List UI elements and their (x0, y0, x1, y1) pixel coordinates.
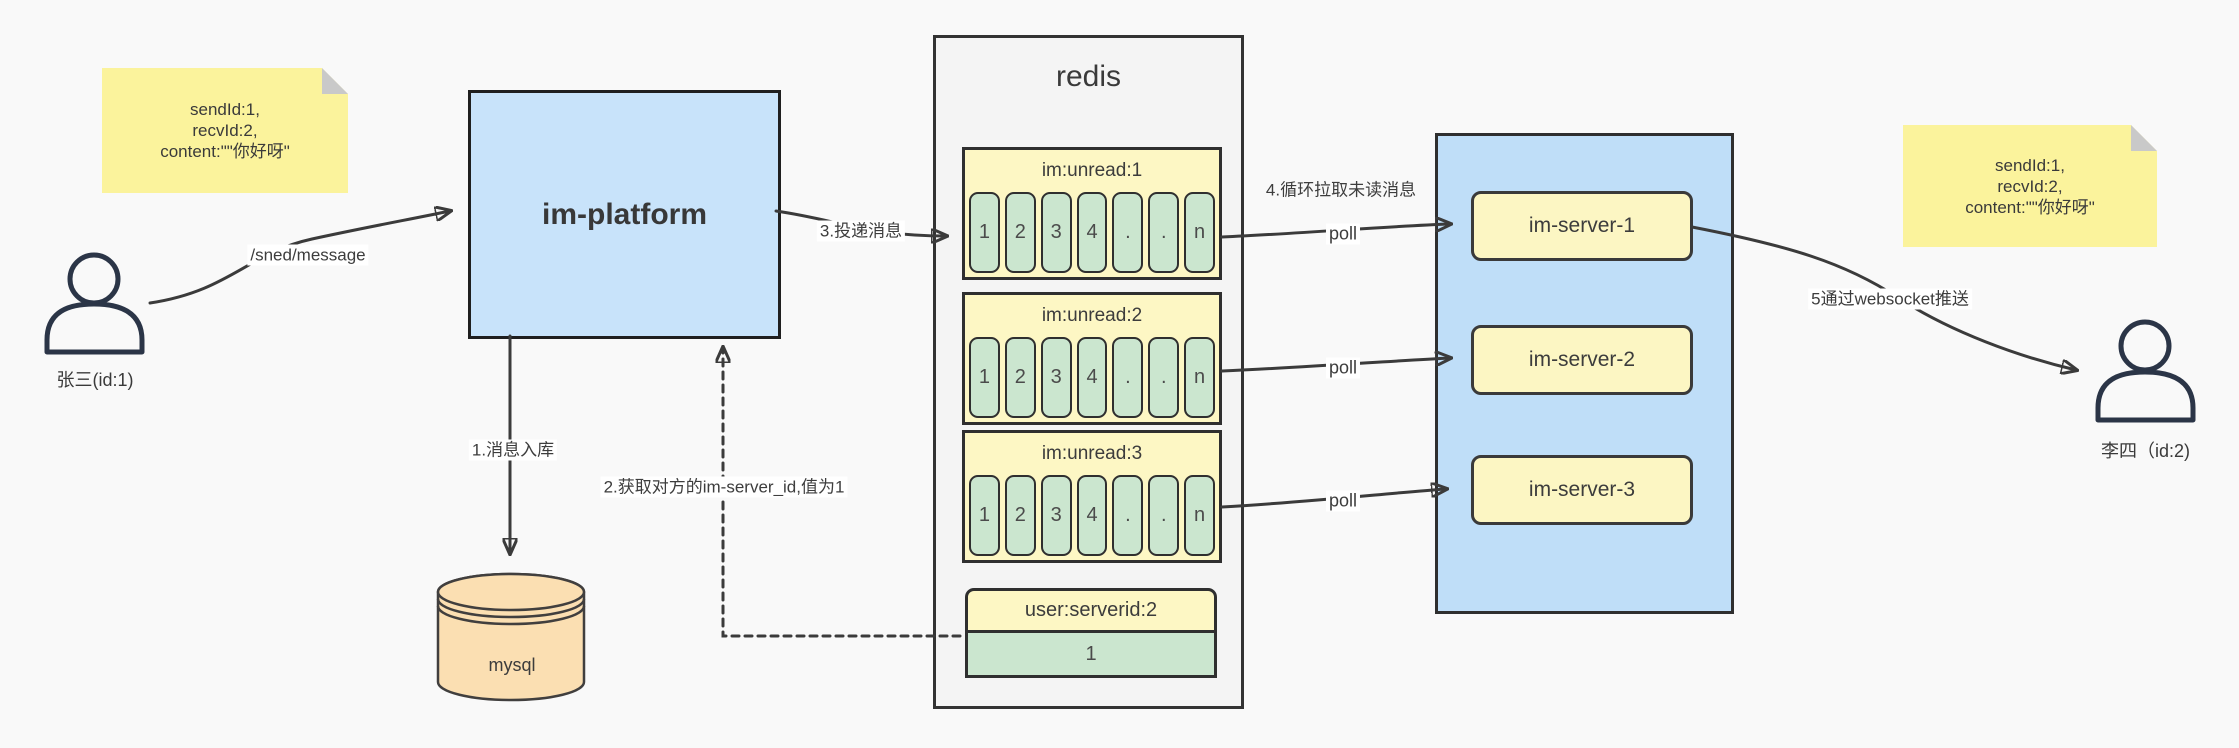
note-fold-flap (2131, 125, 2157, 151)
queue-im-unread-1: im:unread:1 1 2 3 4 . . n (962, 147, 1222, 280)
note-line: content:""你好呀" (160, 142, 290, 161)
queue-title: im:unread:3 (1041, 443, 1143, 464)
im-platform-label: im-platform (542, 197, 707, 231)
queue-cell: . (1112, 337, 1144, 418)
actor-sender-label: 张三(id:1) (56, 370, 134, 390)
queue-cells: 1 2 3 4 . . n (965, 337, 1219, 422)
queue-cell: . (1148, 475, 1180, 556)
message-note-sender: sendId:1, recvId:2, content:""你好呀" (102, 68, 348, 193)
queue-cell: 4 (1076, 475, 1108, 556)
cylinder-top (436, 572, 586, 612)
person-body (44, 301, 145, 355)
queue-cell: 2 (1004, 337, 1036, 418)
label-step1-save: 1.消息入库 (468, 439, 558, 461)
queue-cell: . (1148, 337, 1180, 418)
person-sender-icon (44, 252, 145, 355)
queue-cells: 1 2 3 4 . . n (965, 192, 1219, 277)
note-line: sendId:1, (190, 100, 260, 119)
queue-cell: n (1184, 337, 1216, 418)
note-line: recvId:2, (192, 121, 258, 140)
queue-cell: 2 (1004, 475, 1036, 556)
label-poll-3: poll (1325, 490, 1361, 512)
queue-title: im:unread:1 (1041, 160, 1143, 181)
person-body (2095, 369, 2196, 423)
queue-cell: 4 (1076, 192, 1108, 273)
im-server-2-label: im-server-2 (1528, 348, 1636, 371)
queue-im-unread-2: im:unread:2 1 2 3 4 . . n (962, 292, 1222, 425)
actor-receiver-label: 李四（id:2) (2100, 441, 2190, 461)
note-line: recvId:2, (1997, 176, 2063, 196)
label-send-message: /sned/message (247, 244, 369, 266)
user-serverid-block: user:serverid:2 1 (965, 588, 1217, 678)
label-step5-websocket: 5通过websocket推送 (1808, 288, 1972, 310)
queue-cell: 1 (969, 475, 1000, 556)
redis-title: redis (1055, 60, 1122, 93)
queue-cell: 3 (1040, 475, 1072, 556)
im-server-cluster: im-server-1 im-server-2 im-server-3 (1435, 133, 1734, 614)
im-server-2-box: im-server-2 (1471, 325, 1693, 395)
queue-cell: . (1112, 475, 1144, 556)
mysql-database-icon (436, 572, 586, 702)
queue-cell: 3 (1040, 192, 1072, 273)
cylinder-ring (436, 598, 586, 619)
label-poll-1: poll (1325, 223, 1361, 245)
queue-cell: . (1148, 192, 1180, 273)
note-fold-flap (322, 68, 348, 94)
im-server-3-label: im-server-3 (1528, 478, 1636, 501)
im-server-1-box: im-server-1 (1471, 191, 1693, 261)
user-serverid-value: 1 (965, 633, 1217, 678)
queue-cell: n (1184, 475, 1216, 556)
person-head (2118, 319, 2172, 373)
queue-cell: 2 (1004, 192, 1036, 273)
label-poll-2: poll (1325, 357, 1361, 379)
im-server-1-label: im-server-1 (1528, 214, 1636, 237)
message-note-receiver: sendId:1, recvId:2, content:""你好呀" (1903, 125, 2157, 247)
queue-cell: 4 (1076, 337, 1108, 418)
redis-container: redis im:unread:1 1 2 3 4 . . n im:unrea… (933, 35, 1244, 709)
queue-cell: . (1112, 192, 1144, 273)
user-serverid-title: user:serverid:2 (965, 588, 1217, 633)
label-step4-loop-pull: 4.循环拉取未读消息 (1265, 180, 1417, 200)
person-receiver-icon (2095, 319, 2196, 423)
label-step2-get-server-id: 2.获取对方的im-server_id,值为1 (600, 476, 848, 498)
im-server-3-box: im-server-3 (1471, 455, 1693, 525)
person-head (67, 252, 121, 306)
mysql-label: mysql (488, 655, 536, 675)
im-platform-box: im-platform (468, 90, 781, 339)
queue-cell: 3 (1040, 337, 1072, 418)
queue-cell: 1 (969, 192, 1000, 273)
queue-cell: n (1184, 192, 1216, 273)
queue-im-unread-3: im:unread:3 1 2 3 4 . . n (962, 430, 1222, 563)
label-step3-deliver: 3.投递消息 (816, 220, 906, 242)
note-line: sendId:1, (1995, 155, 2065, 175)
queue-cell: 1 (969, 337, 1000, 418)
queue-cells: 1 2 3 4 . . n (965, 475, 1219, 560)
note-line: content:""你好呀" (1965, 197, 2095, 217)
queue-title: im:unread:2 (1041, 305, 1143, 326)
cylinder-ring (436, 605, 586, 626)
note-fold-corner-icon (2131, 125, 2157, 151)
note-fold-corner-icon (322, 68, 348, 94)
